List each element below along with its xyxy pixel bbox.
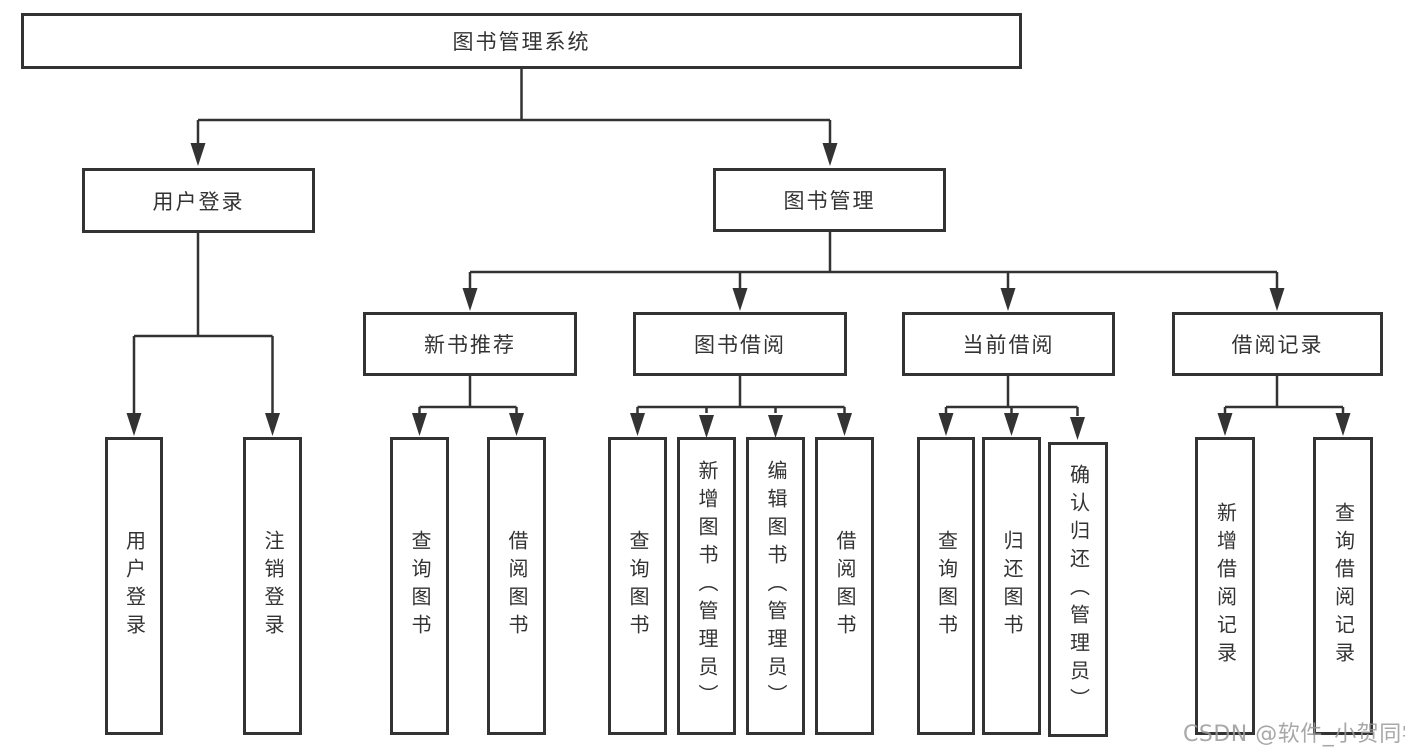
node-root: 图书管理系统 <box>21 13 1022 69</box>
leaf-add-books-admin: 新增图书（管理员） <box>677 437 736 735</box>
leaf-add-borrow-record: 新增借阅记录 <box>1195 437 1255 735</box>
node-new-book-recommend-label: 新书推荐 <box>424 333 516 357</box>
leaf-query-books-current: 查询图书 <box>917 437 975 735</box>
leaf-user-login: 用户登录 <box>105 437 163 735</box>
node-book-management-label: 图书管理 <box>783 189 876 213</box>
leaf-borrow-books-borrowing: 借阅图书 <box>815 437 874 735</box>
leaf-query-books-current-label: 查询图书 <box>934 530 959 642</box>
leaf-return-books: 归还图书 <box>982 437 1041 735</box>
leaf-query-books-borrowing-label: 查询图书 <box>626 530 650 642</box>
leaf-query-books-recommend-label: 查询图书 <box>408 530 432 642</box>
watermark: CSDN @软件_小贺同学 <box>1183 722 1405 747</box>
leaf-add-books-admin-label: 新增图书（管理员） <box>695 460 719 712</box>
node-root-label: 图书管理系统 <box>452 30 591 54</box>
leaf-confirm-return-admin-label: 确认归还（管理员） <box>1066 463 1091 716</box>
leaf-borrow-books-recommend: 借阅图书 <box>487 437 546 735</box>
leaf-confirm-return-admin: 确认归还（管理员） <box>1048 442 1108 737</box>
node-book-management: 图书管理 <box>713 168 946 232</box>
node-borrowing-records-label: 借阅记录 <box>1231 333 1324 357</box>
leaf-query-borrow-record: 查询借阅记录 <box>1313 437 1373 735</box>
leaf-borrow-books-borrowing-label: 借阅图书 <box>833 530 857 642</box>
node-borrowing-records: 借阅记录 <box>1172 312 1383 376</box>
leaf-logout-label: 注销登录 <box>261 530 285 642</box>
leaf-add-borrow-record-label: 新增借阅记录 <box>1213 502 1238 670</box>
leaf-query-books-recommend: 查询图书 <box>390 437 449 735</box>
leaf-query-borrow-record-label: 查询借阅记录 <box>1331 502 1356 670</box>
leaf-edit-books-admin: 编辑图书（管理员） <box>746 437 805 735</box>
node-current-borrowing-label: 当前借阅 <box>962 333 1055 357</box>
leaf-borrow-books-recommend-label: 借阅图书 <box>505 530 529 642</box>
leaf-query-books-borrowing: 查询图书 <box>608 437 667 735</box>
leaf-return-books-label: 归还图书 <box>1000 530 1024 642</box>
leaf-logout: 注销登录 <box>243 437 302 735</box>
node-current-borrowing: 当前借阅 <box>902 312 1115 376</box>
node-new-book-recommend: 新书推荐 <box>363 312 577 376</box>
node-book-borrowing: 图书借阅 <box>633 312 847 376</box>
node-user-login: 用户登录 <box>82 168 315 233</box>
node-book-borrowing-label: 图书借阅 <box>694 333 786 357</box>
node-user-login-label: 用户登录 <box>152 189 245 214</box>
leaf-user-login-label: 用户登录 <box>122 530 147 642</box>
leaf-edit-books-admin-label: 编辑图书（管理员） <box>764 460 788 712</box>
